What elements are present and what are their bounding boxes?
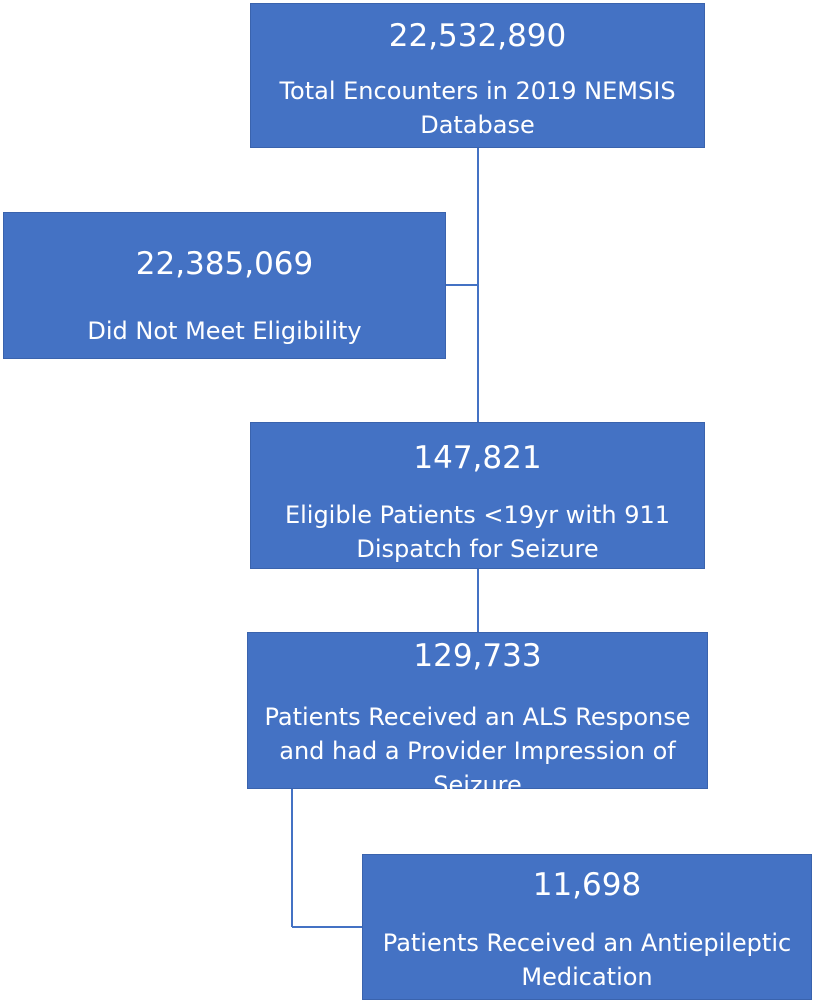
eligible-patients-label: Eligible Patients <19yr with 911 Dispatc… — [284, 501, 671, 563]
als-response-label: Patients Received an ALS Response and ha… — [264, 703, 691, 799]
antiepileptic-count: 11,698 — [532, 867, 642, 903]
not-eligible-label: Did Not Meet Eligibility — [87, 317, 362, 345]
als-response-count: 129,733 — [413, 638, 542, 674]
not-eligible-count: 22,385,069 — [135, 246, 314, 282]
total-encounters-count: 22,532,890 — [388, 18, 567, 54]
total-encounters-label: Total Encounters in 2019 NEMSIS Database — [279, 77, 676, 139]
antiepileptic-label: Patients Received an Antiepileptic Medic… — [382, 929, 792, 991]
antiepileptic-box: 11,698 Patients Received an Antiepilepti… — [362, 854, 812, 1000]
als-response-box: 129,733 Patients Received an ALS Respons… — [247, 632, 708, 799]
not-eligible-box: 22,385,069 Did Not Meet Eligibility — [3, 212, 446, 359]
eligible-patients-box: 147,821 Eligible Patients <19yr with 911… — [250, 422, 705, 569]
eligible-patients-count: 147,821 — [413, 440, 542, 476]
total-encounters-box: 22,532,890 Total Encounters in 2019 NEMS… — [250, 3, 705, 148]
